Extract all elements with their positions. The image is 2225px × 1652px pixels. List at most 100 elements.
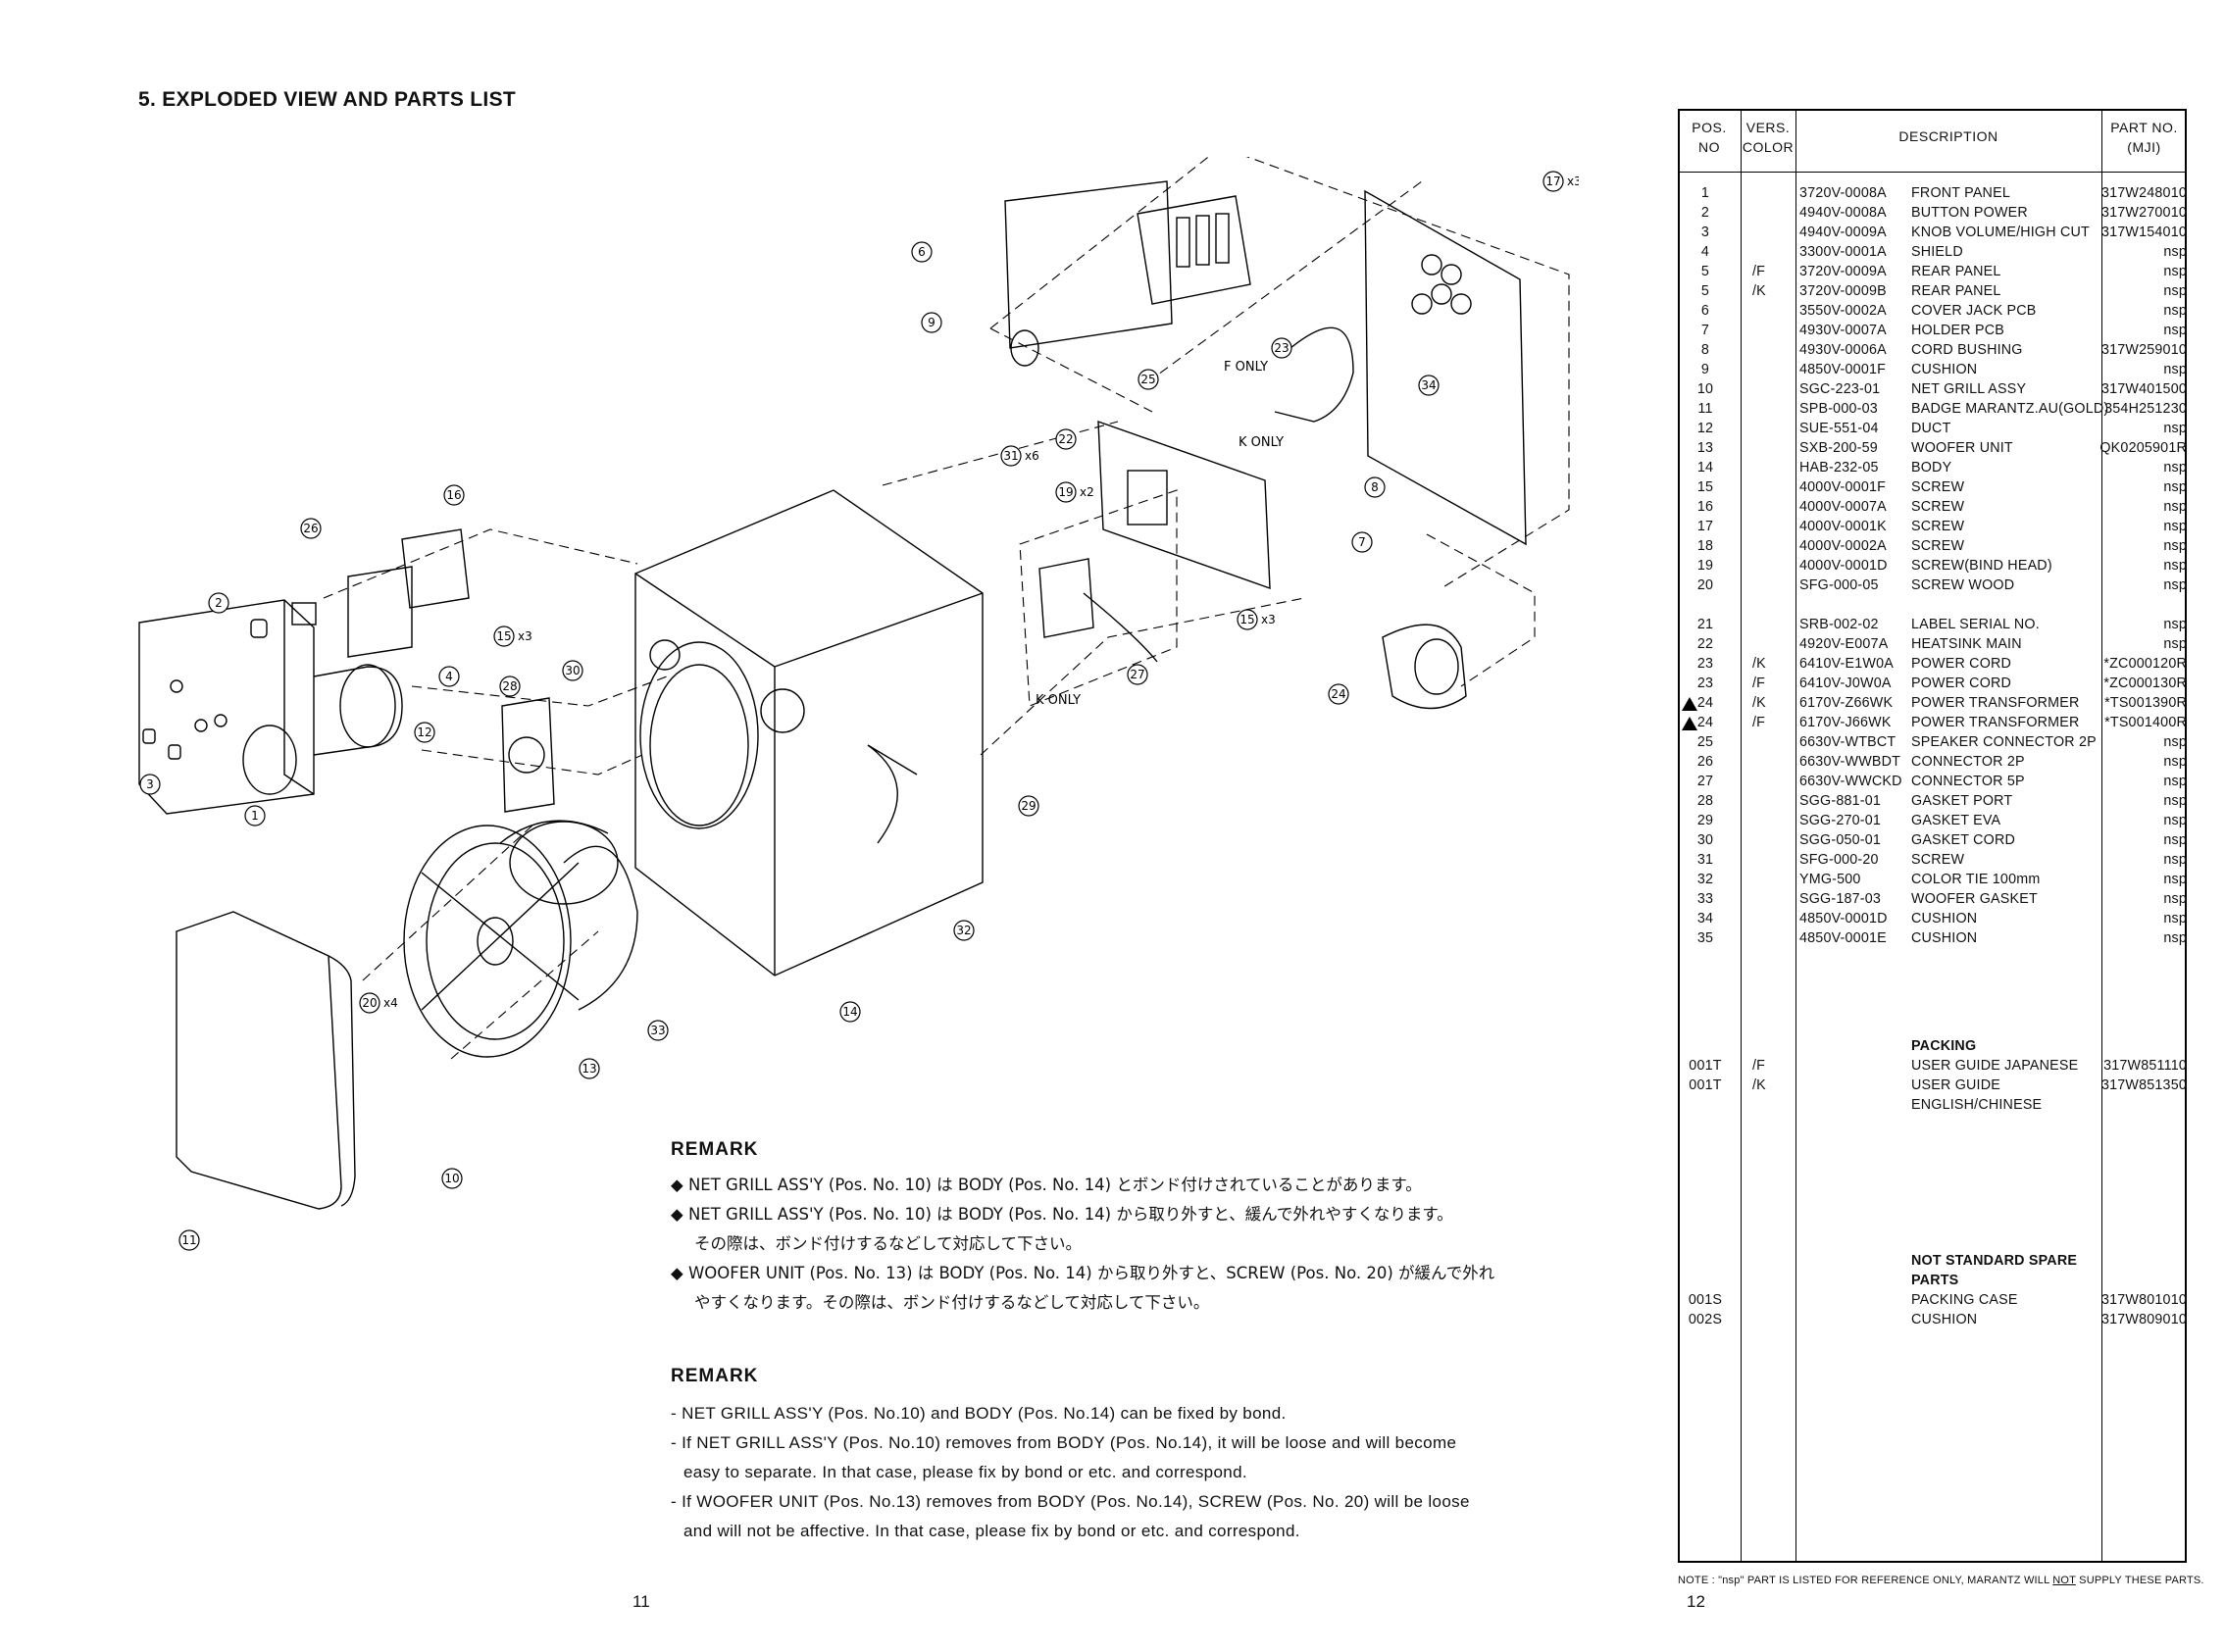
cell-desc: SCREW <box>1911 852 1965 868</box>
cell-desc: COVER JACK PCB <box>1911 303 2037 319</box>
callout-bubble: 17 <box>1542 171 1564 192</box>
cell-pos: 11 <box>1697 401 1713 417</box>
header-divider <box>1678 172 2187 173</box>
cell-pos: 17 <box>1696 519 1714 534</box>
cell-desc: CUSHION <box>1911 362 1978 377</box>
cell-part: 317W851350 <box>2100 1077 2187 1093</box>
cell-ver: /K <box>1752 1077 1766 1093</box>
cell-pos: 9 <box>1700 362 1710 377</box>
cell-desc: SCREW <box>1911 479 1965 495</box>
table-row: 9 4850V-0001F CUSHION nsp <box>1678 362 2187 381</box>
remark-line: easy to separate. In that case, please f… <box>683 1463 1247 1481</box>
remark-japanese: REMARK ◆ NET GRILL ASS'Y (Pos. No. 10) は… <box>671 1139 1553 1318</box>
cell-code: 4000V-0001F <box>1799 479 1887 495</box>
cell-code: YMG-500 <box>1799 872 1861 887</box>
cell-code: 3720V-0009A <box>1799 264 1887 279</box>
cell-pos: 001T <box>1689 1077 1722 1093</box>
cell-code: SGG-881-01 <box>1799 793 1882 809</box>
front-panel-part <box>138 599 315 815</box>
cell-part: nsp <box>2163 499 2187 515</box>
cell-code: 3720V-0009B <box>1799 283 1887 299</box>
svg-text:14: 14 <box>842 1005 857 1019</box>
cell-part: *ZC000130R <box>2103 676 2187 691</box>
cell-desc: SCREW <box>1911 538 1965 554</box>
cell-desc: POWER CORD <box>1911 676 2012 691</box>
svg-text:17: 17 <box>1545 175 1560 188</box>
cell-part: nsp <box>2163 891 2187 907</box>
qty-20b: x4 <box>383 996 398 1010</box>
callout-bubble: 34 <box>1418 375 1440 396</box>
callout-bubble: 33 <box>647 1020 669 1041</box>
cell-code: 4000V-0001D <box>1799 558 1888 574</box>
svg-text:16: 16 <box>446 488 461 502</box>
cell-pos: 10 <box>1696 381 1714 397</box>
cell-part: QK0205901R <box>2099 440 2187 456</box>
label-f-only: F ONLY <box>1224 360 1268 375</box>
label-k-only-lower: K ONLY <box>1036 693 1081 708</box>
svg-text:15: 15 <box>1239 613 1254 626</box>
remark-line: その際は、ボンド付けするなどして対応して下さい。 <box>694 1234 1083 1253</box>
cell-part: nsp <box>2163 538 2187 554</box>
cell-part: 317W809010 <box>2100 1312 2187 1327</box>
cell-code: 4850V-0001E <box>1799 930 1887 946</box>
column-divider <box>1741 109 1742 1563</box>
cell-part: 317W259010 <box>2100 342 2187 358</box>
cell-code: 3300V-0001A <box>1799 244 1887 260</box>
cell-part: nsp <box>2163 362 2187 377</box>
page-number-right: 12 <box>1687 1592 1705 1611</box>
remark-heading: REMARK <box>671 1366 759 1386</box>
cell-part: nsp <box>2163 617 2187 632</box>
cell-pos: 25 <box>1696 734 1714 750</box>
cell-code: HAB-232-05 <box>1799 460 1879 476</box>
remark-line: NET GRILL ASS'Y (Pos. No. 10) は BODY (Po… <box>687 1205 1453 1224</box>
cell-ver: /K <box>1752 656 1766 672</box>
cell-pos: 1 <box>1700 185 1710 201</box>
jack-cover-part <box>1004 180 1173 349</box>
header-pos: POS.NO <box>1692 120 1727 155</box>
cell-part: nsp <box>2163 264 2187 279</box>
cell-desc: SCREW <box>1911 519 1965 534</box>
cell-code: 4850V-0001F <box>1799 362 1887 377</box>
cell-part: nsp <box>2163 303 2187 319</box>
cell-pos: 30 <box>1696 832 1714 848</box>
page-number-left: 11 <box>632 1592 650 1611</box>
cell-pos: 33 <box>1696 891 1714 907</box>
cell-part: nsp <box>2163 479 2187 495</box>
callout-bubble: 32 <box>953 920 975 941</box>
callout-bubble: 11 <box>178 1229 200 1251</box>
cell-ver: /K <box>1752 695 1766 711</box>
svg-text:26: 26 <box>303 522 318 535</box>
cell-pos: 13 <box>1696 440 1714 456</box>
cell-pos: 21 <box>1696 617 1714 632</box>
cell-pos: 8 <box>1700 342 1710 358</box>
cell-code: 4930V-0007A <box>1799 323 1887 338</box>
cell-pos: 29 <box>1696 813 1714 828</box>
cell-desc: SHIELD <box>1911 244 1963 260</box>
callout-bubble: 31 <box>1000 445 1022 467</box>
cell-desc: POWER TRANSFORMER <box>1911 695 2080 711</box>
cell-ver: /K <box>1752 283 1766 299</box>
cell-desc: POWER TRANSFORMER <box>1911 715 2080 730</box>
cell-part: 317W801010 <box>2100 1292 2187 1308</box>
cell-part: nsp <box>2163 636 2187 652</box>
cell-part: *TS001390R <box>2104 695 2187 711</box>
cell-desc: BODY <box>1911 460 1952 476</box>
cell-pos: 002S <box>1688 1312 1723 1327</box>
remark-line: - NET GRILL ASS'Y (Pos. No.10) and BODY … <box>671 1404 1287 1423</box>
svg-text:9: 9 <box>928 316 936 329</box>
cell-part: 317W401500 <box>2100 381 2187 397</box>
callout-bubble: 16 <box>443 484 465 506</box>
cell-desc: GASKET PORT <box>1911 793 2013 809</box>
